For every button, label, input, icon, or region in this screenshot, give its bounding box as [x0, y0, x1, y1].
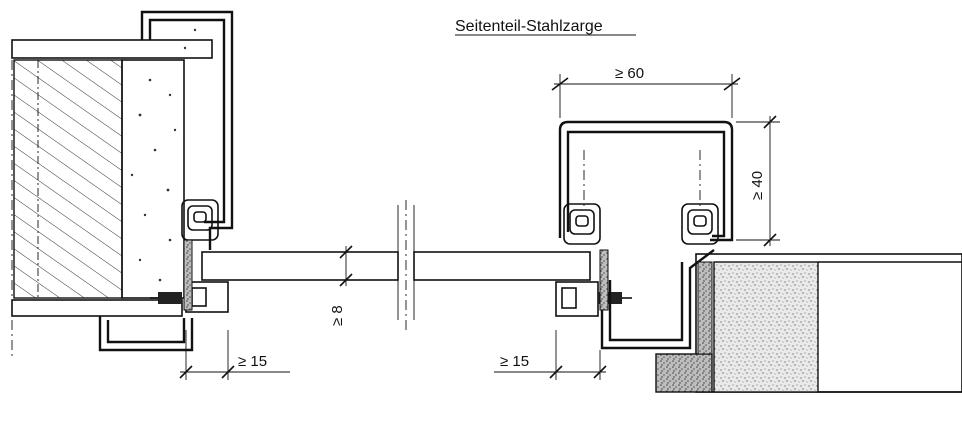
- dimension-right-offset: ≥ 15: [494, 330, 607, 380]
- dimension-thickness: ≥ 8: [329, 245, 360, 326]
- dimension-width: ≥ 60: [551, 65, 741, 118]
- drawing-title: Seitenteil-Stahlzarge: [455, 18, 603, 35]
- dimension-left-offset: ≥ 15: [179, 330, 290, 380]
- width-min-label: ≥ 60: [615, 65, 644, 82]
- dimension-height: ≥ 40: [736, 115, 780, 247]
- left-wall: [11, 28, 213, 360]
- left-offset-label: ≥ 15: [238, 353, 267, 370]
- left-steel-frame: [98, 10, 234, 352]
- thickness-min-label: ≥ 8: [329, 305, 346, 326]
- height-min-label: ≥ 40: [749, 171, 766, 200]
- glass-pane: [201, 200, 591, 330]
- right-offset-label: ≥ 15: [500, 353, 529, 370]
- door-leaf: [655, 253, 962, 393]
